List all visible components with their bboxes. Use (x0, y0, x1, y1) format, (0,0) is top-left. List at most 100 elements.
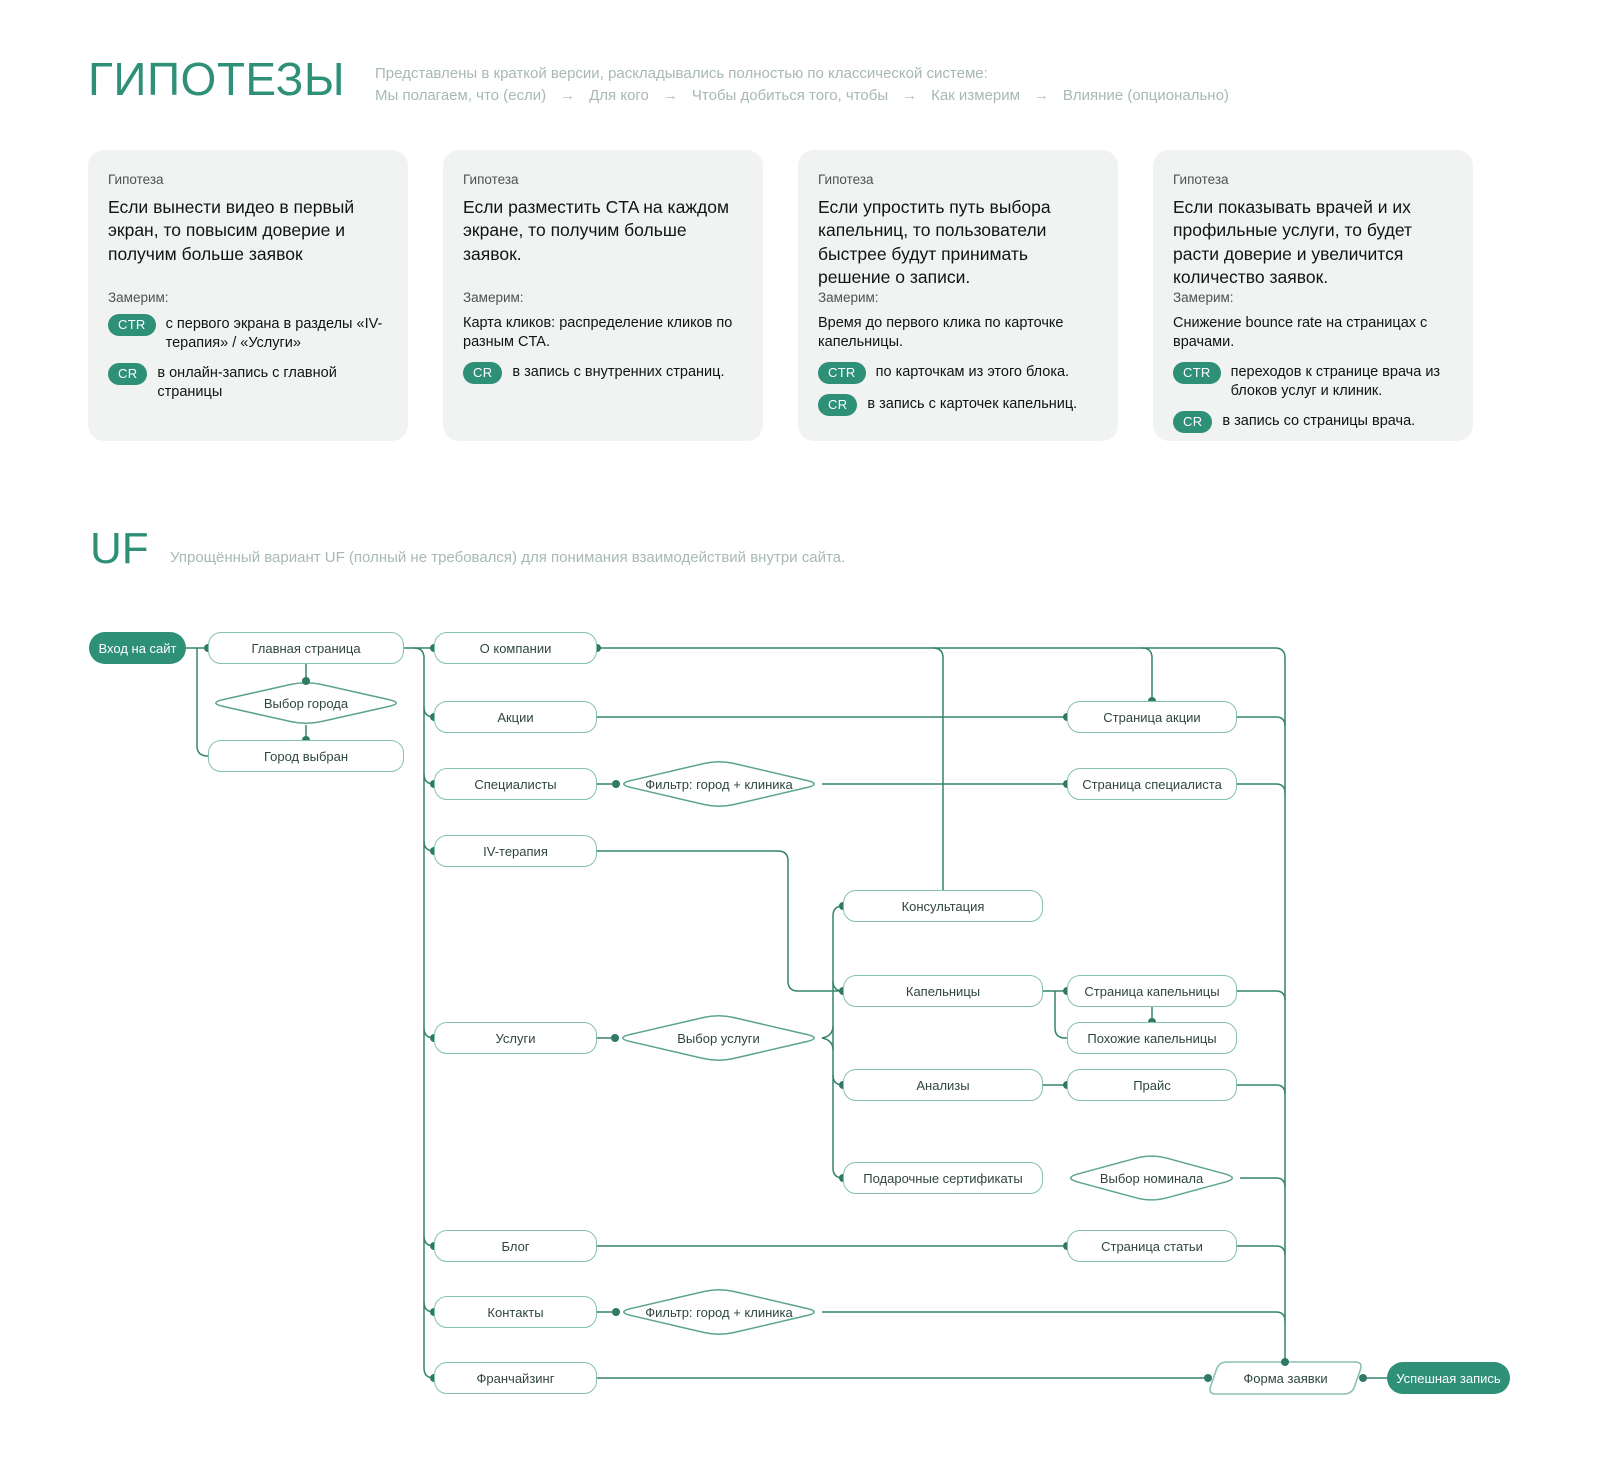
metric-text: в запись с карточек капельниц. (867, 396, 1078, 413)
flow-node-shape-service-select (622, 1015, 815, 1061)
metric-row: CTR переходов к странице врача из блоков … (1173, 362, 1457, 401)
flow-node-specialist-page: Страница специалиста (1067, 768, 1237, 800)
framework-step: Влияние (опционально) (1062, 87, 1229, 104)
flow-node-city-chosen: Город выбран (208, 740, 404, 772)
flow-connector (1237, 783, 1286, 794)
measure-label: Замерим: (818, 290, 879, 305)
flow-node-service-select: Выбор услуги (677, 1030, 760, 1046)
hypothesis-text: Если разместить CTA на каждом экране, то… (463, 197, 729, 264)
flow-node-tests: Анализы (843, 1069, 1043, 1101)
arrow-right-icon: → (1033, 87, 1049, 104)
flow-node-price: Прайс (1067, 1069, 1237, 1101)
flow-connector-dot (302, 677, 310, 685)
metric-row: CR в онлайн-запись с главной страницы (108, 362, 392, 402)
cr-badge: CR (108, 362, 148, 385)
flow-connector-dot (1359, 1374, 1367, 1382)
flow-connector (1237, 1084, 1286, 1095)
flow-node-filter2: Фильтр: город + клиника (645, 1304, 793, 1320)
framework-steps: Мы полагаем, что (если)→Для кого→Чтобы д… (375, 85, 1229, 107)
measure-label: Замерим: (463, 290, 524, 305)
flow-connector (1141, 647, 1153, 701)
flow-connector (1237, 1245, 1286, 1256)
metric-row: CR в запись с карточек капельниц. (818, 394, 1102, 417)
framework-step: Как измерим (931, 87, 1020, 104)
cr-badge: CR (818, 394, 858, 417)
flow-node-certs: Подарочные сертификаты (843, 1162, 1043, 1194)
card-label: Гипотеза (463, 172, 519, 187)
arrow-right-icon: → (560, 87, 576, 104)
flow-connector (932, 647, 944, 890)
flow-node-shape-form (1209, 1361, 1362, 1395)
flow-connector (822, 1311, 1286, 1322)
flow-connector (196, 648, 209, 757)
metric-row: CR в запись с внутренних страниц. (463, 362, 747, 385)
card-label: Гипотеза (108, 172, 164, 187)
flow-node-blog: Блог (434, 1230, 597, 1262)
flow-connector-dot (1204, 1374, 1212, 1382)
ctr-badge: CTR (108, 314, 156, 336)
metric-text: с первого экрана в разделы «IV-терапия» … (165, 316, 383, 351)
hypothesis-text: Если упростить путь выбора капельниц, то… (818, 197, 1051, 288)
measure-block: Замерим: Время до первого клика по карточ… (818, 290, 1102, 426)
flow-node-drips: Капельницы (843, 975, 1043, 1007)
metric-text: по карточкам из этого блока. (875, 364, 1070, 381)
ctr-badge: CTR (818, 362, 866, 385)
flow-connector (1054, 991, 1067, 1039)
flow-connector (1237, 990, 1286, 1001)
flow-node-nominal: Выбор номинала (1099, 1170, 1204, 1186)
arrow-right-icon: → (662, 87, 678, 104)
flow-connector-dot (611, 1034, 619, 1042)
metric-text: в онлайн-запись с главной страницы (157, 364, 337, 400)
flow-node-home: Главная страница (208, 632, 404, 664)
flow-node-shape-filter2 (623, 1289, 815, 1335)
hypothesis-text: Если показывать врачей и их профильные у… (1173, 197, 1413, 288)
hypothesis-text: Если вынести видео в первый экран, то по… (108, 197, 355, 264)
flow-node-about: О компании (434, 632, 597, 664)
flow-node-success: Успешная запись (1387, 1362, 1510, 1394)
flow-node-services: Услуги (434, 1022, 597, 1054)
measure-note: Карта кликов: распределение кликов по ра… (463, 315, 733, 351)
page-title: ГИПОТЕЗЫ (88, 53, 346, 105)
flow-node-shape-city-select (215, 682, 397, 724)
flow-node-franchise: Франчайзинг (434, 1362, 597, 1394)
flow-node-entry: Вход на сайт (89, 632, 186, 664)
measure-block: Замерим: Снижение bounce rate на страница… (1173, 290, 1457, 443)
flow-node-specialists: Специалисты (434, 768, 597, 800)
flow-node-form: Форма заявки (1243, 1370, 1328, 1386)
framework-step: Мы полагаем, что (если) (375, 87, 547, 104)
metric-text: переходов к странице врача из блоков усл… (1230, 364, 1441, 400)
arrow-right-icon: → (902, 87, 918, 104)
flow-connector (1240, 1177, 1286, 1188)
card-label: Гипотеза (1173, 172, 1229, 187)
flow-node-article-page: Страница статьи (1067, 1230, 1237, 1262)
flow-connector (413, 647, 435, 1379)
measure-note: Время до первого клика по карточке капел… (818, 315, 1064, 351)
measure-label: Замерим: (1173, 290, 1234, 305)
flow-connector (821, 1025, 834, 1039)
flow-node-iv: IV-терапия (434, 835, 597, 867)
flow-connector-dot (612, 1308, 620, 1316)
flow-node-contacts: Контакты (434, 1296, 597, 1328)
metric-row: CTR по карточкам из этого блока. (818, 362, 1102, 385)
card-label: Гипотеза (818, 172, 874, 187)
flow-connector (597, 850, 843, 992)
cr-badge: CR (463, 362, 503, 385)
metric-text: в запись со страницы врача. (1222, 412, 1416, 429)
flow-connector (1237, 716, 1286, 727)
flow-node-consult: Консультация (843, 890, 1043, 922)
uf-title: UF (90, 524, 149, 573)
ctr-badge: CTR (1173, 362, 1221, 385)
flow-connector-dot (612, 780, 620, 788)
measure-note: Снижение bounce rate на страницах с врач… (1173, 315, 1428, 351)
flow-node-shape-filter1 (623, 761, 815, 807)
flow-node-city-select: Выбор города (263, 695, 349, 711)
metric-text: в запись с внутренних страниц. (512, 364, 725, 381)
